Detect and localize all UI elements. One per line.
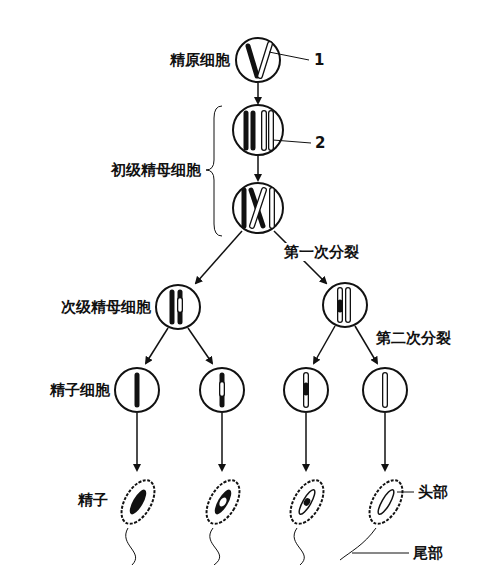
division-name: 第二次分裂	[374, 329, 453, 347]
division-name: 第一次分裂	[282, 243, 361, 261]
cell-name: 次级精母细胞	[59, 298, 153, 316]
callout-number: 2	[313, 134, 327, 152]
stage-name: 初级精母细胞	[109, 161, 203, 179]
part-name: 尾部	[411, 544, 445, 562]
callout-number: 1	[312, 51, 326, 69]
part-name: 头部	[416, 483, 450, 501]
cell-name: 精子	[76, 491, 110, 509]
cell-name: 精原细胞	[168, 51, 232, 69]
cell-name: 精子细胞	[48, 381, 112, 399]
